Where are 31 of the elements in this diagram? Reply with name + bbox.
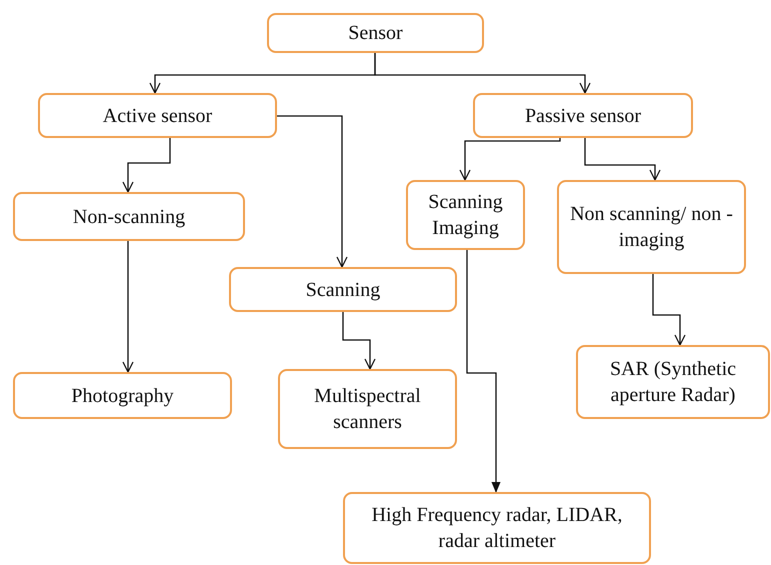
connector-arrow [122,241,134,373]
connector-arrow [652,274,686,346]
process-box [278,369,457,449]
process-box [13,372,232,419]
process-box [557,180,746,274]
process-box [267,13,484,53]
process-box [13,192,245,241]
node-label: High Frequency radar, LIDAR, radar altimeter [370,503,624,554]
process-box [343,492,651,564]
process-box [38,93,277,138]
node-label: Non-scanning [72,204,186,230]
node-label: Sensor [348,21,403,46]
connector-arrow [459,138,561,181]
node-label: SAR (Synthetic aperture Radar) [608,357,738,408]
node-label: Active sensor [102,104,212,128]
connector-arrow [342,312,376,370]
node-label: Scanning [306,278,380,302]
process-box [473,93,693,138]
connector-arrow [374,53,591,94]
connector-arrow [122,138,171,193]
connector-arrow [466,250,501,493]
node-label: Multispectral scanners [313,384,422,435]
connector-arrow [584,138,661,181]
node-label: Passive sensor [524,104,642,128]
node-label: Non scanning/ non -imaging [569,202,734,253]
node-label: Photography [71,384,174,408]
process-box [406,180,525,250]
process-box [229,267,457,312]
connector-arrow [277,115,348,268]
process-box [576,345,770,419]
node-label: Scanning Imaging [427,190,504,241]
